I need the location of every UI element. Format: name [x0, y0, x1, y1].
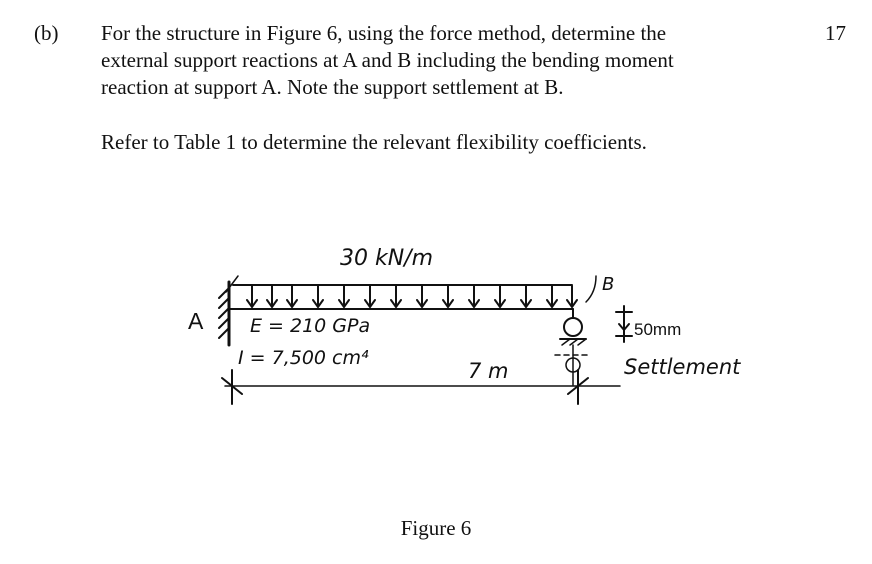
question-line-2: external support reactions at A and B in… — [101, 48, 674, 72]
support-b-label: B — [602, 274, 614, 295]
question-text: For the structure in Figure 6, using the… — [101, 20, 801, 156]
settlement-value: 50mm — [634, 320, 681, 339]
load-label: 30 kN/m — [340, 246, 433, 271]
support-a-label: A — [188, 308, 204, 334]
question-label: (b) — [34, 21, 59, 45]
load-arrows — [246, 285, 578, 309]
inertia-label: I = 7,500 cm⁴ — [238, 347, 369, 369]
question-line-3: reaction at support A. Note the support … — [101, 75, 564, 99]
question-paragraph: For the structure in Figure 6, using the… — [101, 20, 801, 101]
settlement-label: Settlement — [624, 355, 741, 379]
settlement-arrow — [615, 305, 633, 343]
question-line-1: For the structure in Figure 6, using the… — [101, 21, 667, 45]
figure-caption: Figure 6 — [400, 516, 472, 540]
pin-support-b — [554, 308, 591, 386]
fixed-support-a — [218, 275, 239, 347]
dimension-line — [221, 369, 621, 405]
span-label: 7 m — [468, 359, 509, 383]
modulus-label: E = 210 GPa — [250, 315, 370, 337]
refer-text: Refer to Table 1 to determine the releva… — [101, 130, 647, 154]
marks: 17 — [825, 21, 846, 45]
